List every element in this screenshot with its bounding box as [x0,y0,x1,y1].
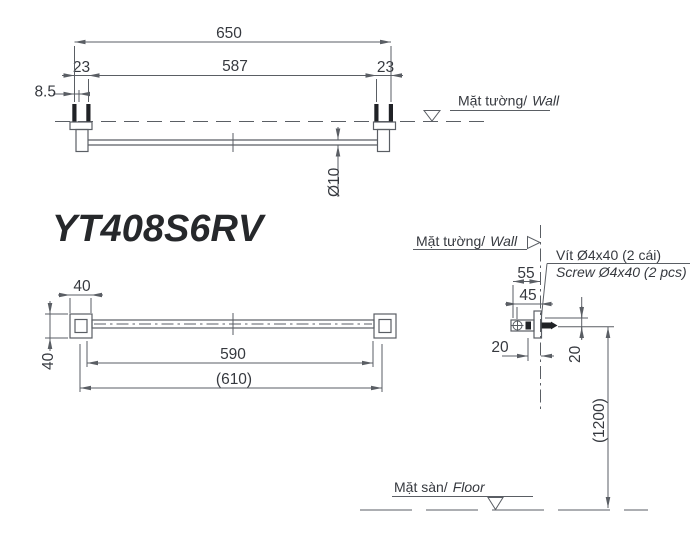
label-screw-vi: Vít Ø4x40 (2 cái) [556,247,661,263]
screw-icon [541,321,558,330]
bracket-post-right [376,128,391,153]
extension-lines [79,341,383,392]
dim-20-vertical: 20 [567,345,584,363]
dim-40-width: 40 [73,278,91,295]
level-mark-icon [422,110,442,122]
bracket-flange-left [69,121,93,131]
extension-lines [69,298,92,313]
label-floor-vi: Mặt sàn/ [394,479,448,495]
dim-dia-10: Ø10 [326,167,343,197]
dim-590: 590 [220,346,246,363]
label-wall-front-en: Wall [532,93,560,109]
dim-610: (610) [216,371,252,388]
screw-mark [86,104,91,122]
post-outline-right [373,313,397,339]
plan-view: 40 40 590 (610) [40,278,397,392]
extension-lines [45,313,68,339]
front-view: 650 587 23 23 8.5 Mặt tường/Wall [34,25,560,197]
bracket-post-left [75,128,89,153]
label-floor-en: Floor [453,479,486,495]
dim-8-5: 8.5 [34,84,56,101]
extension-lines [545,317,614,328]
screw-mark [72,104,77,122]
leader-line [541,263,548,317]
post-outline-left [69,313,93,339]
post-inner-left [74,318,88,334]
dim-23-right: 23 [377,59,394,76]
set-screw-mark [525,321,531,330]
side-view: Mặt tường/Wall Vít Ø4x40 (2 cái) Screw Ø… [360,225,690,511]
screw-mark [388,104,393,122]
label-wall-side: Mặt tường/Wall [416,233,518,249]
label-screw-en: Screw Ø4x40 (2 pcs) [556,264,687,280]
level-mark-icon [487,497,504,511]
dim-587: 587 [222,58,248,75]
dim-23-left: 23 [73,59,90,76]
dim-40-height: 40 [40,352,57,370]
dim-45: 45 [519,287,536,304]
dim-650: 650 [216,25,242,42]
product-code: YT408S6RV [52,208,266,250]
dim-1200: (1200) [591,398,608,443]
extension-lines [74,46,392,102]
dim-20-horizontal: 20 [491,339,509,356]
screw-mark [374,104,379,122]
label-wall-front-vi: Mặt tường/ [458,93,527,109]
label-wall-side-vi: Mặt tường/ [416,233,485,249]
post-inner-right [378,318,392,334]
label-floor: Mặt sàn/Floor [394,479,486,495]
bracket-flange-right [372,121,397,131]
dim-55: 55 [517,265,534,282]
label-wall-front: Mặt tường/Wall [458,93,560,109]
bar-section-crosshair [511,319,524,332]
extension-lines [512,285,518,319]
label-wall-side-en: Wall [490,233,518,249]
level-mark-icon [527,235,542,250]
